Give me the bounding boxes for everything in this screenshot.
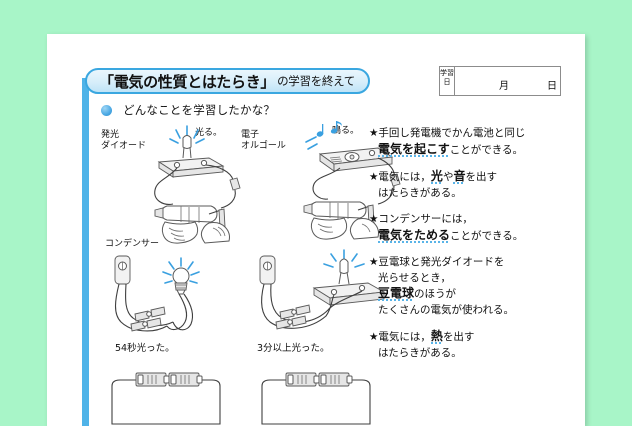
point2-keyword-2: 音 bbox=[453, 169, 466, 186]
page-title-banner: 「電気の性質とはたらき」の学習を終えて bbox=[85, 68, 370, 94]
capacitor-led-illustration bbox=[259, 249, 386, 330]
point4-line2: 光らせるとき， bbox=[378, 271, 451, 284]
summary-point-4: ★豆電球と発光ダイオードを 光らせるとき， 豆電球のほうが たくさんの電気が使わ… bbox=[369, 255, 584, 318]
study-date-label: 学習日 bbox=[440, 67, 455, 95]
caption-capacitor-bulb: 54秒光った。 bbox=[115, 343, 175, 354]
summary-points-list: ★手回し発電機でかん電池と同じ 電気を起こすことができる。 ★電気には，光や音を… bbox=[369, 126, 584, 372]
point5-line2: はたらきがある。 bbox=[378, 346, 462, 359]
battery-circuit-right-illustration bbox=[261, 372, 371, 425]
led-generator-illustration bbox=[154, 125, 241, 244]
study-date-fields[interactable]: 月 日 bbox=[455, 67, 560, 95]
point3-keyword: 電気をためる bbox=[378, 227, 451, 245]
point5-line1-pre: ★電気には， bbox=[369, 331, 431, 343]
worksheet-page: 「電気の性質とはたらき」の学習を終えて 学習日 月 日 どんなことを学習したかな… bbox=[47, 34, 585, 426]
caption-capacitor-led: 3分以上光った。 bbox=[257, 343, 330, 354]
summary-point-3: ★コンデンサーには， 電気をためることができる。 bbox=[369, 212, 584, 245]
point1-line1: ★手回し発電機でかん電池と同じ bbox=[369, 127, 526, 139]
question-label: どんなことを学習したかな？ bbox=[123, 103, 276, 117]
point5-keyword: 熱 bbox=[430, 329, 443, 346]
left-blue-rail bbox=[82, 78, 89, 426]
point1-keyword: 電気を起こす bbox=[378, 141, 450, 159]
summary-point-2: ★電気には，光や音を出す はたらきがある。 bbox=[369, 169, 584, 201]
label-music-box: 電子 オルゴール bbox=[241, 130, 286, 151]
page-title-quoted: 「電気の性質とはたらき」 bbox=[99, 72, 276, 91]
point2-keyword-1: 光 bbox=[430, 169, 443, 186]
summary-point-5: ★電気には，熱を出す はたらきがある。 bbox=[369, 329, 584, 361]
capacitor-bulb-illustration bbox=[114, 255, 200, 332]
blue-circle-bullet-icon bbox=[101, 104, 112, 116]
label-capacitor: コンデンサー bbox=[105, 239, 160, 249]
music-box-generator-illustration bbox=[303, 121, 401, 240]
point2-line1-post: を出す bbox=[465, 171, 497, 183]
point4-keyword: 豆電球 bbox=[378, 286, 415, 303]
point2-line2: はたらきがある。 bbox=[378, 186, 462, 199]
point5-line1-post: を出す bbox=[442, 331, 475, 343]
result-led: 光る。 bbox=[195, 128, 223, 138]
point2-mid: や bbox=[442, 171, 454, 183]
point4-line3: のほうが bbox=[414, 288, 457, 300]
point3-line2: ことができる。 bbox=[450, 229, 524, 242]
battery-circuit-left-illustration bbox=[111, 372, 221, 425]
point4-line4: たくさんの電気が使われる。 bbox=[378, 303, 514, 316]
point4-line1: ★豆電球と発光ダイオードを bbox=[369, 256, 505, 268]
day-unit-label: 日 bbox=[547, 81, 557, 92]
result-music-box: 鳴る。 bbox=[332, 126, 360, 136]
point1-line2: ことができる。 bbox=[449, 143, 524, 156]
label-led: 発光 ダイオード bbox=[101, 130, 147, 151]
point2-line1-pre: ★電気には， bbox=[369, 171, 431, 183]
page-title-suffix: の学習を終えて bbox=[277, 74, 355, 88]
month-unit-label: 月 bbox=[499, 81, 509, 92]
question-row: どんなことを学習したかな？ bbox=[101, 102, 275, 118]
summary-point-1: ★手回し発電機でかん電池と同じ 電気を起こすことができる。 bbox=[369, 126, 584, 159]
point3-line1: ★コンデンサーには， bbox=[369, 213, 473, 225]
study-date-box[interactable]: 学習日 月 日 bbox=[439, 66, 561, 96]
